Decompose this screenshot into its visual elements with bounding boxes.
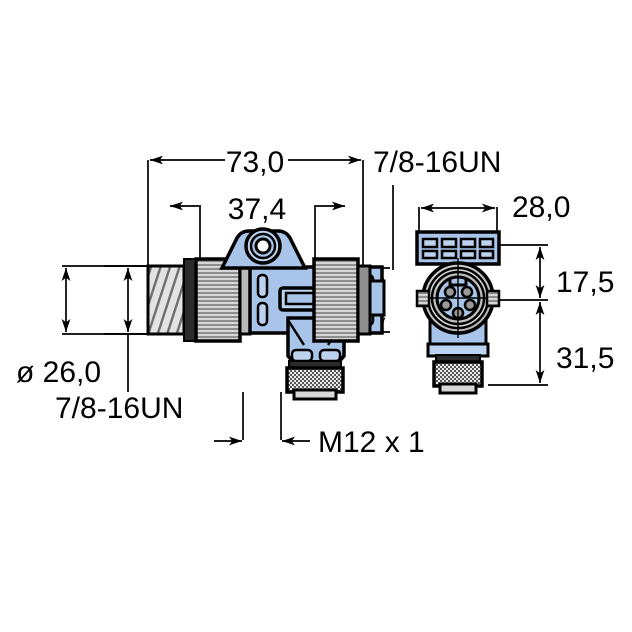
left-coupling-nut: [194, 257, 242, 343]
dim-label-width-28: 28,0: [512, 191, 570, 224]
right-connector: [312, 257, 386, 343]
left-thread-barrel: [146, 264, 186, 336]
front-lug-right: [485, 289, 501, 308]
dim-label-length-73: 73,0: [226, 146, 284, 179]
socket-pin-3: [439, 298, 453, 312]
front-m12-connector: [432, 354, 484, 395]
front-view: [415, 230, 501, 395]
dim-label-diameter-26: ø 26,0: [16, 356, 101, 389]
rib-slot-left-lower: [256, 301, 269, 327]
callout-labels: 73,0 37,4 7/8-16UN 28,0 17,5 31,5 ø 26,0…: [16, 146, 614, 459]
dim-label-height-175: 17,5: [556, 266, 614, 299]
bracket-mounting-hole: [254, 237, 272, 255]
right-coupling-nut: [312, 257, 360, 343]
dim-label-center-374: 37,4: [228, 193, 286, 226]
dim-label-thread-lower-left: 7/8-16UN: [55, 392, 183, 425]
front-connector-face: [418, 258, 498, 338]
m12-end-ring: [292, 388, 338, 401]
right-nut-collar: [356, 264, 372, 336]
m12-connector: [285, 360, 345, 401]
mounting-bracket: [219, 227, 308, 270]
dim-label-thread-m12: M12 x 1: [318, 426, 425, 459]
rib-slot-left-upper: [256, 273, 269, 299]
side-view: [146, 227, 386, 401]
branch-foot-right: [318, 348, 342, 363]
front-plate-slots: [421, 237, 495, 260]
socket-pin-2: [460, 285, 474, 299]
dimension-lines: [61, 155, 548, 446]
socket-pin-4: [463, 298, 477, 312]
dim-label-height-315: 31,5: [556, 342, 614, 375]
right-male-thread-tip: [368, 279, 386, 317]
m12-knurled-nut: [285, 366, 345, 394]
branch-foot-left: [290, 348, 314, 363]
front-m12-end-ring: [438, 382, 478, 395]
socket-pin-1: [443, 285, 457, 299]
front-m12-knurled-nut: [432, 360, 484, 388]
dim-label-thread-upper-right: 7/8-16UN: [373, 146, 501, 179]
front-lug-left: [415, 289, 431, 308]
left-connector: [146, 257, 252, 343]
